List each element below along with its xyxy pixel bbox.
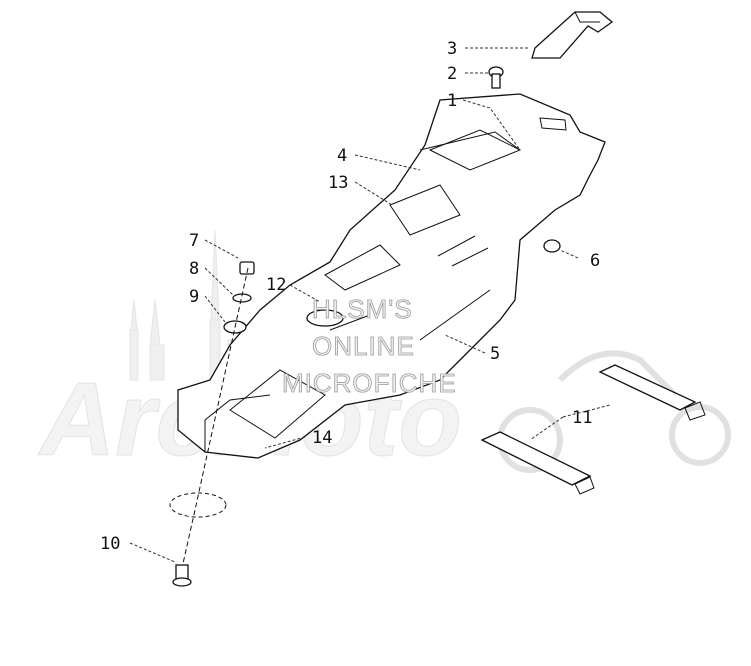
callout-labels: 3 2 1 4 13 6 7 8 9 12 5 10 11 14 xyxy=(100,39,600,554)
assembly-axis xyxy=(181,267,249,569)
part-12-fastener xyxy=(306,309,344,327)
callout-12: 12 xyxy=(266,275,286,295)
callout-9: 9 xyxy=(189,287,199,307)
callout-6: 6 xyxy=(590,251,600,271)
decal-12-area xyxy=(324,244,401,291)
watermark-line-2: ONLINE xyxy=(312,331,415,361)
mount-hole-outline xyxy=(169,492,227,518)
part-7-nut xyxy=(239,261,255,275)
watermark-overlay: HLSM'S ONLINE MICROFICHE xyxy=(282,294,457,399)
part-6-grommet xyxy=(543,239,561,253)
watermark-line-3: MICROFICHE xyxy=(282,368,457,398)
callout-4: 4 xyxy=(337,146,347,166)
decal-4 xyxy=(428,129,522,171)
part-11-traction-strip-lower xyxy=(480,431,595,495)
part-3-bracket xyxy=(531,11,614,59)
part-10-screw xyxy=(172,564,192,587)
part-11-traction-strip-upper xyxy=(598,364,706,421)
part-2-bolt xyxy=(488,66,504,89)
callout-3: 3 xyxy=(447,39,457,59)
callout-2: 2 xyxy=(447,64,457,84)
callout-7: 7 xyxy=(189,231,199,251)
callout-1: 1 xyxy=(447,91,457,111)
callout-5: 5 xyxy=(490,344,500,364)
part-1-skid-plate xyxy=(177,93,606,459)
callout-10: 10 xyxy=(100,534,120,554)
callout-11: 11 xyxy=(572,408,592,428)
watermark-skyline xyxy=(129,229,247,381)
decal-14 xyxy=(229,369,326,439)
leader-lines xyxy=(129,47,611,563)
callout-13: 13 xyxy=(328,173,348,193)
callout-14: 14 xyxy=(312,428,332,448)
callout-8: 8 xyxy=(189,259,199,279)
watermark-line-1: HLSM'S xyxy=(312,294,413,324)
decal-13 xyxy=(389,184,461,236)
